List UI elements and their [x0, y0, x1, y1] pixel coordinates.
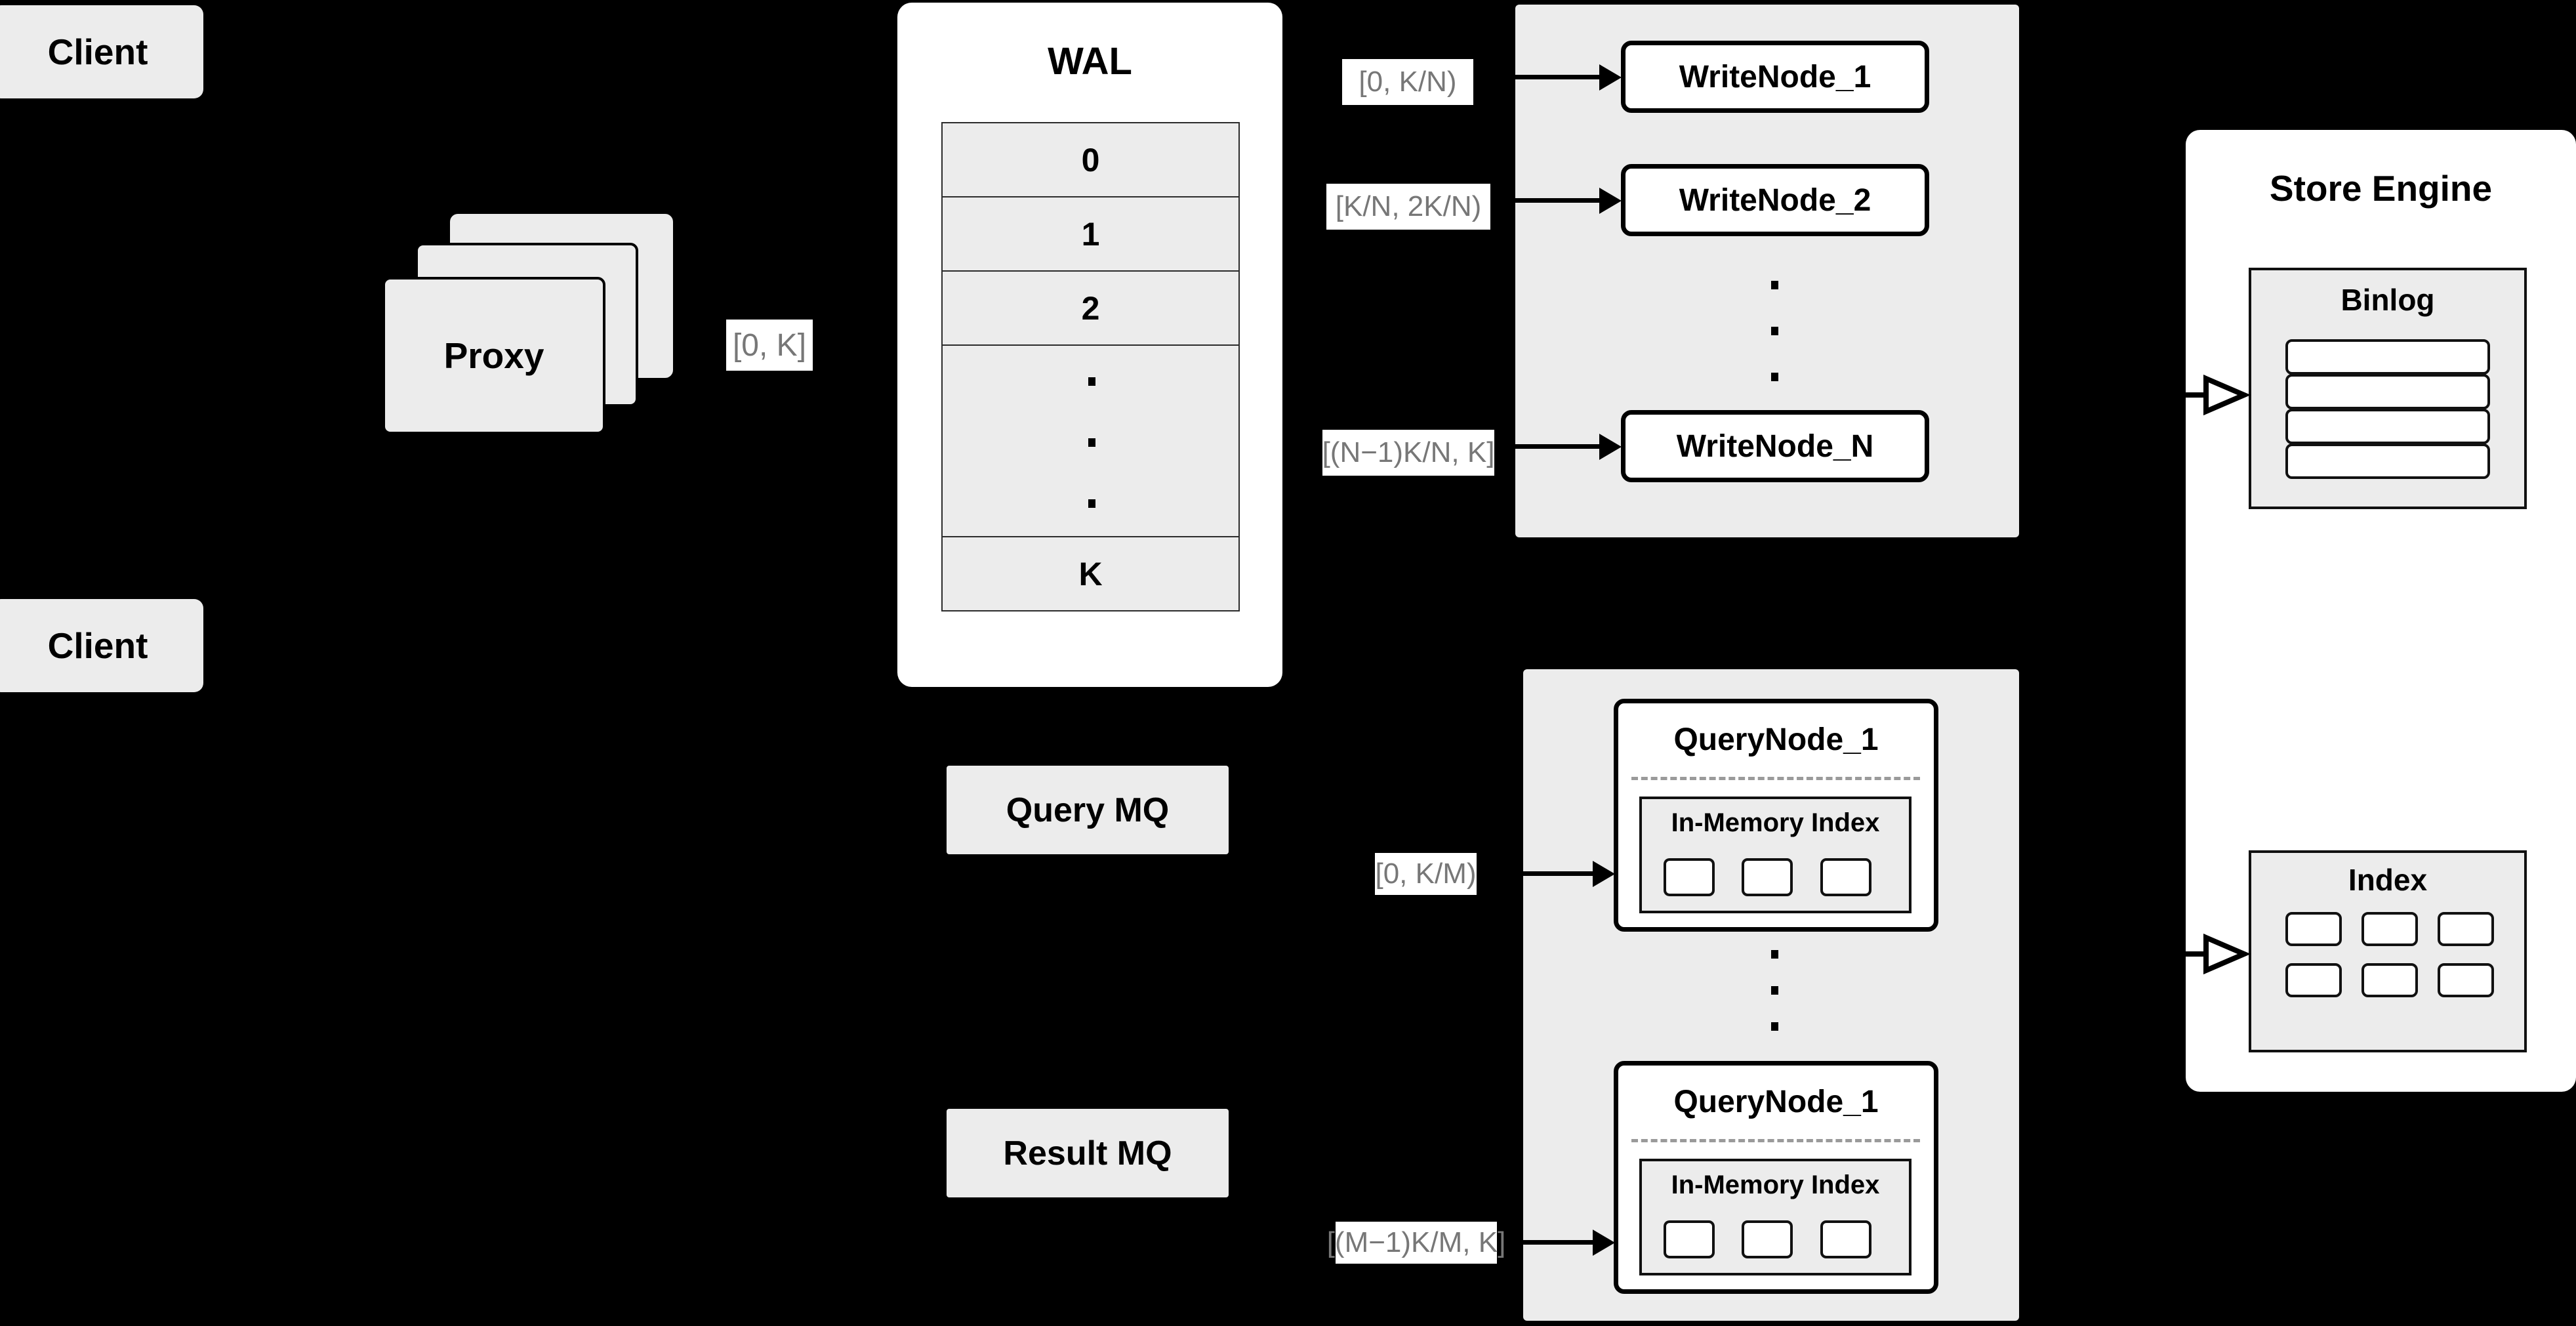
- wal-row: 0: [941, 122, 1240, 197]
- write-arrow-line-2: [1507, 198, 1606, 203]
- index-segment: [1820, 1220, 1871, 1258]
- query-arrow-head-1: [1593, 861, 1615, 887]
- write-node-2-label: WriteNode_2: [1679, 182, 1871, 218]
- write-node-n-label: WriteNode_N: [1676, 428, 1874, 464]
- query-range-label-m: [(M−1)K/M, K]: [1327, 1222, 1505, 1264]
- query-range-label-1: [0, K/M): [1375, 853, 1477, 895]
- query-arrow-line-m: [1515, 1240, 1599, 1245]
- in-memory-index-m: In-Memory Index: [1639, 1159, 1912, 1275]
- ellipsis-dot: [1771, 281, 1778, 289]
- query-arrow-line-1: [1515, 871, 1599, 876]
- write-node-1[interactable]: WriteNode_1: [1621, 41, 1929, 113]
- binlog-segment: [2285, 444, 2490, 479]
- in-memory-index-m-label: In-Memory Index: [1671, 1171, 1880, 1199]
- index-segment: [2361, 963, 2418, 997]
- binlog-segment: [2285, 409, 2490, 444]
- client-label-1: Client: [47, 31, 148, 72]
- write-node-n[interactable]: WriteNode_N: [1621, 410, 1929, 482]
- index-segment: [1664, 1220, 1715, 1258]
- write-arrow-line-1: [1507, 75, 1606, 79]
- wal-row-ellipsis: [941, 344, 1240, 537]
- wal-table: 0 1 2 K: [941, 122, 1240, 625]
- ellipsis-dot: [1771, 1022, 1778, 1031]
- index-segment: [1664, 858, 1715, 896]
- in-memory-index-1-label: In-Memory Index: [1671, 808, 1880, 837]
- wal-row: 2: [941, 270, 1240, 346]
- proxy-output-range-text: [0, K]: [732, 327, 807, 363]
- index-segment: [1742, 858, 1793, 896]
- store-engine-title: Store Engine: [2269, 168, 2493, 209]
- wal-row: 1: [941, 196, 1240, 272]
- ellipsis-dot: [1771, 327, 1778, 335]
- ellipsis-dot: [1088, 377, 1095, 386]
- write-arrow-head-n: [1599, 434, 1622, 460]
- ellipsis-dot: [1771, 373, 1778, 381]
- write-range-label-1: [0, K/N): [1342, 59, 1473, 105]
- ellipsis-dot: [1088, 499, 1095, 508]
- client-label-2: Client: [47, 625, 148, 666]
- write-arrow-head-1: [1599, 64, 1622, 91]
- query-node-m-label: QueryNode_1: [1673, 1085, 1879, 1119]
- index-segment: [2438, 963, 2494, 997]
- write-node-2[interactable]: WriteNode_2: [1621, 164, 1929, 236]
- query-node-1-divider: [1631, 777, 1920, 780]
- binlog-segment: [2285, 374, 2490, 409]
- binlog-box: Binlog: [2249, 268, 2527, 509]
- index-segment: [1820, 858, 1871, 896]
- write-arrow-head-2: [1599, 188, 1622, 214]
- proxy-label: Proxy: [443, 335, 544, 376]
- result-mq-box[interactable]: Result MQ: [947, 1109, 1229, 1197]
- index-box: Index: [2249, 850, 2527, 1052]
- wal-row: K: [941, 536, 1240, 611]
- index-segment: [1742, 1220, 1793, 1258]
- index-inbound-arrow: [2178, 928, 2251, 980]
- query-node-1-label: QueryNode_1: [1673, 722, 1879, 757]
- proxy-output-range-label: [0, K]: [726, 320, 813, 371]
- index-label: Index: [2348, 863, 2428, 897]
- query-mq-label: Query MQ: [1006, 791, 1170, 829]
- binlog-segment: [2285, 339, 2490, 375]
- client-box-2[interactable]: Client: [0, 599, 203, 692]
- ellipsis-dot: [1088, 438, 1095, 447]
- ellipsis-dot: [1771, 986, 1778, 995]
- client-box-1[interactable]: Client: [0, 5, 203, 98]
- result-mq-label: Result MQ: [1003, 1134, 1172, 1172]
- write-range-label-n: [(N−1)K/N, K]: [1322, 430, 1494, 476]
- proxy-box[interactable]: Proxy: [382, 277, 605, 434]
- write-node-1-label: WriteNode_1: [1679, 59, 1871, 94]
- query-mq-box[interactable]: Query MQ: [947, 766, 1229, 854]
- wal-title: WAL: [1048, 40, 1132, 83]
- index-segment: [2361, 912, 2418, 946]
- ellipsis-dot: [1771, 950, 1778, 959]
- index-segment: [2285, 963, 2342, 997]
- write-arrow-line-n: [1507, 444, 1606, 449]
- in-memory-index-1: In-Memory Index: [1639, 797, 1912, 913]
- query-node-m-divider: [1631, 1139, 1920, 1142]
- query-arrow-head-m: [1593, 1230, 1615, 1256]
- index-segment: [2438, 912, 2494, 946]
- index-segment: [2285, 912, 2342, 946]
- query-node-m[interactable]: QueryNode_1 In-Memory Index: [1614, 1061, 1938, 1294]
- query-node-1[interactable]: QueryNode_1 In-Memory Index: [1614, 699, 1938, 932]
- binlog-inbound-arrow: [2178, 369, 2251, 421]
- write-range-label-2: [K/N, 2K/N): [1326, 184, 1490, 230]
- binlog-label: Binlog: [2341, 283, 2435, 317]
